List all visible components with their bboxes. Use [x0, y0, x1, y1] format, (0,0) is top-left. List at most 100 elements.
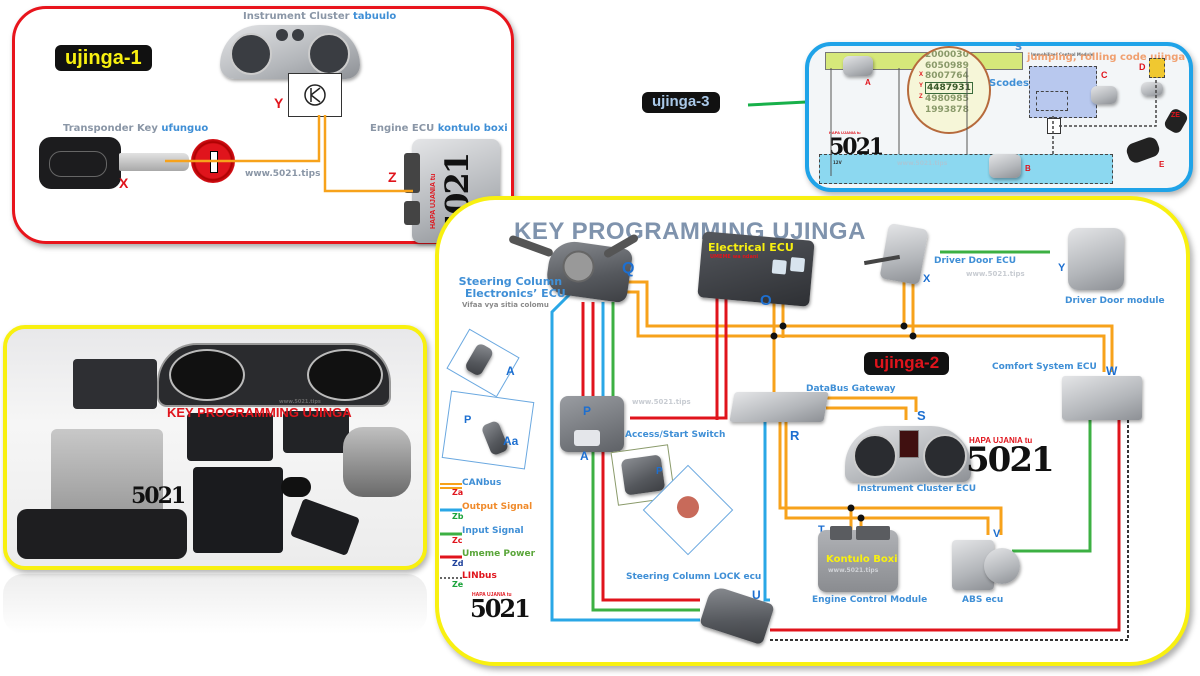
- cluster-inner-box: [1036, 91, 1068, 111]
- panel3-brand-logo: 5021: [829, 134, 884, 160]
- push-button: [672, 491, 704, 523]
- steering-ecu-label-sw: Vifaa vya sitia colomu: [462, 301, 549, 309]
- marker-o: O: [760, 292, 772, 309]
- instrument-cluster-ecu-image: [845, 426, 971, 482]
- photo-gauge: [307, 349, 383, 401]
- watermark-door: www.5021.tips: [966, 270, 1025, 278]
- panel-ecu-photo: KEY PROGRAMMING UJINGA www.5021.tips 502…: [3, 325, 427, 570]
- legend-code-zc: Zc: [452, 536, 463, 545]
- key-buttons: [49, 151, 107, 177]
- panel3-brand-sub: HAPA UJANIA tu: [829, 130, 861, 135]
- wire-key-to-cluster: [165, 115, 321, 163]
- marker-z: Z: [388, 169, 397, 185]
- body-control-zone: [819, 154, 1113, 184]
- legend-code-zb: Zb: [452, 512, 464, 521]
- photo-watermark: www.5021.tips: [279, 399, 321, 405]
- transponder-key-image: [39, 137, 121, 189]
- module-e-marker: E: [1159, 160, 1165, 169]
- photo-gauge: [169, 349, 245, 401]
- abs-ecu-motor: [984, 548, 1020, 584]
- key-label-en: Transponder Key: [63, 123, 158, 134]
- key-label-sw: ufunguo: [161, 123, 209, 134]
- transponder-key-label: Transponder Key ufunguo: [63, 123, 208, 134]
- panel2-brand-logo: 5021: [966, 440, 1055, 480]
- driver-door-module-label: Driver Door module: [1065, 296, 1165, 306]
- module-a-image: [843, 56, 873, 76]
- marker-a: A: [580, 449, 589, 463]
- gateway-image: [729, 392, 829, 422]
- module-a-marker: A: [865, 78, 871, 87]
- voltage-label: 12V: [833, 160, 842, 165]
- marker-x2: X: [923, 273, 931, 285]
- scodes-label: Scodes: [989, 78, 1029, 89]
- legend-label: Umeme Power: [462, 549, 536, 559]
- engine-control-module-image: [818, 526, 898, 592]
- module-b-image: [989, 154, 1021, 178]
- legend-code-zd: Zd: [452, 559, 464, 568]
- legend-output: Output Signal: [462, 502, 532, 512]
- panel3-title: jumping, rolling code ujinga: [1027, 52, 1186, 63]
- key-e-image: [1124, 135, 1162, 165]
- legend-canbus: CANbus: [462, 478, 501, 488]
- marker-x: X: [119, 175, 129, 191]
- relay: [789, 257, 806, 273]
- module-b-marker: B: [1025, 164, 1031, 173]
- transistor-icon: [304, 84, 326, 106]
- photo-bcm-module: [73, 359, 157, 409]
- marker-aa: Aa: [503, 434, 519, 448]
- ujinga-1-badge: ujinga-1: [55, 45, 152, 71]
- cluster-label-sw: tabuulo: [353, 11, 397, 22]
- marker-p-passive: P: [464, 414, 472, 426]
- panel-ujinga-3: Immobilizer Control Module A 2000030 605…: [805, 42, 1193, 192]
- photo-instrument-cluster: [157, 343, 391, 407]
- marker-u: U: [752, 588, 761, 602]
- marker-v: V: [993, 528, 1001, 540]
- photo-wire-harness: [17, 509, 187, 559]
- photo-key-fob: [281, 477, 311, 497]
- photo-caption: KEY PROGRAMMING UJINGA: [167, 405, 352, 420]
- legend-brand-logo: 5021: [470, 594, 531, 623]
- legend-linbus: LINbus: [462, 571, 497, 581]
- marker-q: Q: [622, 260, 635, 277]
- comfort-ecu-label: Comfort System ECU: [992, 362, 1097, 372]
- abs-ecu-label: ABS ecu: [962, 595, 1004, 605]
- panel3-watermark: www.5021.tips: [897, 160, 948, 167]
- codes-magnifier: 2000030 6050989 8007764 4487931 4980985 …: [907, 46, 991, 134]
- small-gauge: [276, 29, 288, 41]
- transponder-reader-box: [288, 73, 342, 117]
- kontulo-boxi-watermark: www.5021.tips: [828, 567, 879, 574]
- ujinga-2-badge: ujinga-2: [864, 352, 950, 375]
- code-highlighted: 4487931: [925, 81, 973, 94]
- ecu-connector: [404, 201, 420, 225]
- access-switch-label: Access/Start Switch: [625, 430, 726, 440]
- tachometer-gauge: [230, 33, 272, 75]
- code: 8007764: [925, 71, 969, 81]
- key-blade: [119, 153, 189, 171]
- marker-r: R: [790, 428, 800, 443]
- immobilizer-module-label: Immobilizer Control Module: [1031, 52, 1094, 57]
- small-gauge: [292, 29, 304, 41]
- steering-lock-label: Steering Column LOCK ecu: [626, 572, 762, 582]
- panel-ujinga-1: ujinga-1 Instrument Cluster tabuulo Y Tr…: [12, 6, 514, 244]
- legend-power: Umeme Power: [462, 549, 535, 559]
- engine-ecu-label: Engine ECU kontulo boxi: [370, 123, 508, 134]
- panel2-brand-sub: HAPA UJANIA tu: [969, 436, 1033, 445]
- marker-w: W: [1106, 364, 1118, 378]
- engine-control-zone: [1149, 58, 1165, 78]
- module-d-marker: D: [1139, 62, 1146, 72]
- steering-ring: [560, 248, 597, 285]
- wire-legend: CANbus Za Output Signal Zb Input Signal …: [440, 474, 550, 594]
- code: 4980985: [925, 94, 969, 104]
- ujinga-3-badge: ujinga-3: [642, 92, 720, 113]
- code: 1993878: [925, 104, 969, 115]
- photo-brand-logo: 5021: [131, 483, 186, 509]
- marker-a-remote: A: [506, 364, 515, 378]
- instrument-cluster-image: [220, 25, 360, 79]
- photo-reflection: [3, 574, 427, 634]
- code-marker-x: X: [919, 72, 924, 78]
- photo-central-module: [193, 467, 283, 553]
- gateway-label: DataBus Gateway: [806, 384, 896, 394]
- code: 6050989: [925, 60, 969, 71]
- code-marker-y: Y: [919, 83, 924, 89]
- code-list: 2000030 6050989 8007764 4487931 4980985 …: [925, 50, 973, 115]
